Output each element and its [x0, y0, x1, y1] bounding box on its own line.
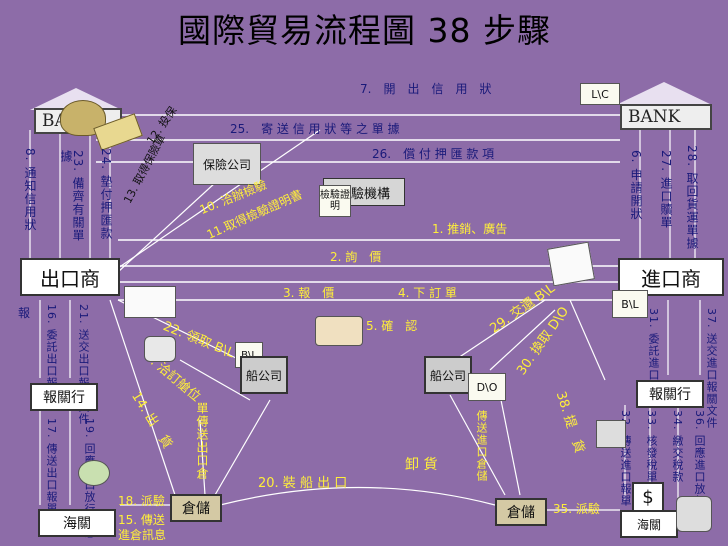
- import-message-label: 傳送進口倉儲: [475, 410, 488, 482]
- step-21-label: 21. 送交出口報關文件: [77, 304, 90, 425]
- step-35-label: 35. 派驗: [553, 502, 600, 516]
- order-form-icon: [547, 241, 595, 287]
- money-bag-icon: [60, 100, 106, 136]
- step-1-label: 1. 推銷、廣告: [432, 222, 508, 236]
- step-24-label: 24. 墊付押匯款: [99, 148, 113, 240]
- handshake-icon: [315, 316, 363, 346]
- bank-right: BANK: [620, 104, 712, 130]
- step-3-label: 3. 報 價: [283, 286, 335, 300]
- step-33-label: 33. 核發稅單: [645, 410, 658, 483]
- step-17-label: 17. 傳送出口報單: [45, 418, 58, 515]
- step-23-label: 23. 備齊有關單據: [59, 150, 85, 242]
- step-20-label: 20. 裝 船 出 口: [258, 476, 348, 491]
- shipping-company-right: 船公司: [424, 356, 472, 394]
- step-8-label: 8. 通知信用狀: [23, 148, 37, 232]
- bl-document-right: B\L: [612, 290, 648, 318]
- step-7-label: 7. 開 出 信 用 狀: [360, 82, 492, 96]
- customs-broker-left: 報關行: [30, 383, 98, 411]
- warehouse-left: 倉儲: [170, 494, 222, 522]
- step-5-label: 5. 確 認: [366, 319, 418, 333]
- step-4-label: 4. 下 訂 單: [398, 286, 457, 300]
- step-26-label: 26. 償 付 押 匯 款 項: [372, 147, 495, 161]
- envelope-icon: [124, 286, 176, 318]
- customs-right: 海關: [620, 510, 678, 538]
- shipping-company-left: 船公司: [240, 356, 288, 394]
- step-28-label: 28. 取回貨運單據: [685, 145, 699, 250]
- left-broker-lead: 報: [18, 306, 31, 320]
- importer-node: 進口商: [618, 258, 724, 296]
- step-15-label: 15. 傳送進倉訊息: [118, 513, 167, 542]
- lc-document: L\C: [580, 83, 620, 105]
- tax-money-icon: $: [632, 482, 664, 512]
- telephone-icon: [144, 336, 176, 362]
- inspection-certificate: 檢驗證明: [319, 185, 351, 217]
- do-document: D\O: [468, 373, 506, 401]
- step-18-label: 18. 派驗: [118, 494, 165, 508]
- insurance-company: 保險公司: [193, 143, 261, 185]
- exporter-node: 出口商: [20, 258, 120, 296]
- page-title: 國際貿易流程圖 38 步驟: [178, 11, 551, 50]
- phone-icon: [78, 460, 110, 486]
- printer-icon: [596, 420, 626, 448]
- unload-label: 卸 貨: [405, 457, 438, 473]
- customs-broker-right: 報關行: [636, 380, 704, 408]
- step-27-label: 27. 進口贖單: [659, 150, 673, 229]
- customs-left: 海關: [38, 509, 116, 537]
- delivery-order-label: 單傳送出口倉: [195, 402, 209, 480]
- step-34-label: 34. 繳交稅款: [671, 410, 684, 483]
- fax-icon: [676, 496, 712, 532]
- step-25-label: 25. 寄 送 信 用 狀 等 之 單 據: [230, 122, 400, 136]
- warehouse-right: 倉儲: [495, 498, 547, 526]
- step-16-label: 16. 委託出口報關: [45, 304, 58, 401]
- step-37-label: 37. 送交進口報關文件: [705, 308, 718, 429]
- step-6-label: 6. 申請開狀: [629, 150, 643, 221]
- bank-right-roof: [618, 82, 710, 104]
- step-2-label: 2. 詢 價: [330, 250, 382, 264]
